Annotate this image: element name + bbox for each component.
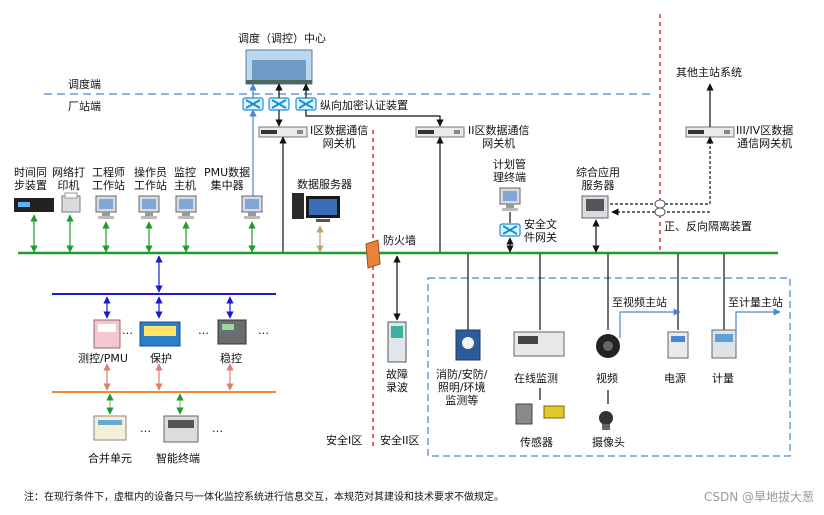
meter-label: 计量 <box>712 372 734 385</box>
app-server-label: 综合应用 服务器 <box>576 166 620 192</box>
zone1-gateway-icon <box>258 126 308 138</box>
protection-icon <box>139 321 181 347</box>
zone2-label: 安全II区 <box>380 434 420 447</box>
zone1-label: 安全I区 <box>326 434 363 447</box>
footnote: 注：在现行条件下，虚框内的设备只与一体化监控系统进行信息交互，本规范对其建设和技… <box>24 492 504 503</box>
data-server-label: 数据服务器 <box>297 178 352 191</box>
sensor-icon <box>543 405 565 419</box>
video-label: 视频 <box>596 372 618 385</box>
workstation-icon <box>95 195 117 220</box>
fault-recorder-label: 故障 录波 <box>386 368 408 394</box>
third-party-box <box>427 277 791 457</box>
power-icon <box>667 331 689 359</box>
zone2-gateway-label: II区数据通信 网关机 <box>468 124 530 150</box>
crypto-device-icon <box>242 97 264 111</box>
printer-icon <box>61 192 81 213</box>
app-server-icon <box>581 195 609 219</box>
meter-icon <box>711 329 737 359</box>
zone2-gateway-icon <box>415 126 465 138</box>
fire-security-label: 消防/安防/ 照明/环境 监测等 <box>436 368 488 407</box>
plant-side-label: 厂站端 <box>68 100 101 113</box>
dispatch-center-icon <box>245 49 313 85</box>
stability-control-label: 稳控 <box>220 352 242 365</box>
security-gateway-label: 安全文 件网关 <box>524 218 557 244</box>
fault-recorder-icon <box>387 321 407 363</box>
sensor-icon <box>515 403 533 425</box>
crypto-device-icon <box>268 97 290 111</box>
workstation-icon <box>138 195 160 220</box>
security-gateway-icon <box>499 223 521 237</box>
merging-unit-label: 合并单元 <box>88 452 132 465</box>
smart-terminal-label: 智能终端 <box>156 452 200 465</box>
ellipsis: … <box>198 324 209 337</box>
measure-control-label: 测控/PMU <box>78 352 128 365</box>
data-server-icon <box>292 193 340 222</box>
firewall-icon <box>365 239 381 269</box>
time-sync-icon <box>14 198 54 212</box>
other-master-label: 其他主站系统 <box>676 66 742 79</box>
sensors-label: 传感器 <box>520 436 553 449</box>
printer-label: 网络打 印机 <box>52 166 85 192</box>
to-video-master-label: 至视频主站 <box>612 296 667 309</box>
plan-terminal-icon <box>499 187 521 212</box>
isolation-label: 正、反向隔离装置 <box>664 220 752 233</box>
smart-terminal-icon <box>163 415 199 443</box>
merging-unit-icon <box>93 415 127 441</box>
online-monitor-label: 在线监测 <box>514 372 558 385</box>
camera-label: 摄像头 <box>592 436 625 449</box>
ellipsis: … <box>122 324 133 337</box>
vertical-encryption-label: 纵向加密认证装置 <box>320 99 408 112</box>
video-icon <box>596 334 620 358</box>
stability-control-icon <box>217 319 247 345</box>
crypto-device-icon <box>295 97 317 111</box>
measure-control-icon <box>93 319 121 349</box>
server-icon <box>175 195 197 220</box>
firewall-label: 防火墙 <box>383 234 416 247</box>
zone34-gateway-icon <box>685 126 735 138</box>
fire-security-icon <box>455 329 481 361</box>
engineer-ws-label: 工程师 工作站 <box>92 166 125 192</box>
dispatch-side-label: 调度端 <box>68 78 101 91</box>
power-label: 电源 <box>664 372 686 385</box>
isolation-device-icon <box>654 199 666 217</box>
server-icon <box>241 195 263 220</box>
zone34-gateway-label: III/IV区数据 通信网关机 <box>736 124 794 150</box>
ellipsis: … <box>140 422 151 435</box>
camera-icon <box>599 411 613 430</box>
online-monitor-icon <box>513 331 565 357</box>
watermark: CSDN @旱地拔大葱 <box>703 490 814 504</box>
protection-label: 保护 <box>150 352 172 365</box>
zone1-gateway-label: I区数据通信 网关机 <box>310 124 369 150</box>
time-sync-label: 时间同 步装置 <box>14 166 47 192</box>
pmu-concentrator-label: PMU数据 集中器 <box>204 166 251 192</box>
to-meter-master-label: 至计量主站 <box>728 296 783 309</box>
ellipsis: … <box>212 422 223 435</box>
plan-terminal-label: 计划管 理终端 <box>493 158 526 184</box>
dispatch-center-label: 调度（调控）中心 <box>238 32 326 45</box>
monitor-host-label: 监控 主机 <box>174 166 196 192</box>
ellipsis: … <box>258 324 269 337</box>
operator-ws-label: 操作员 工作站 <box>134 166 167 192</box>
